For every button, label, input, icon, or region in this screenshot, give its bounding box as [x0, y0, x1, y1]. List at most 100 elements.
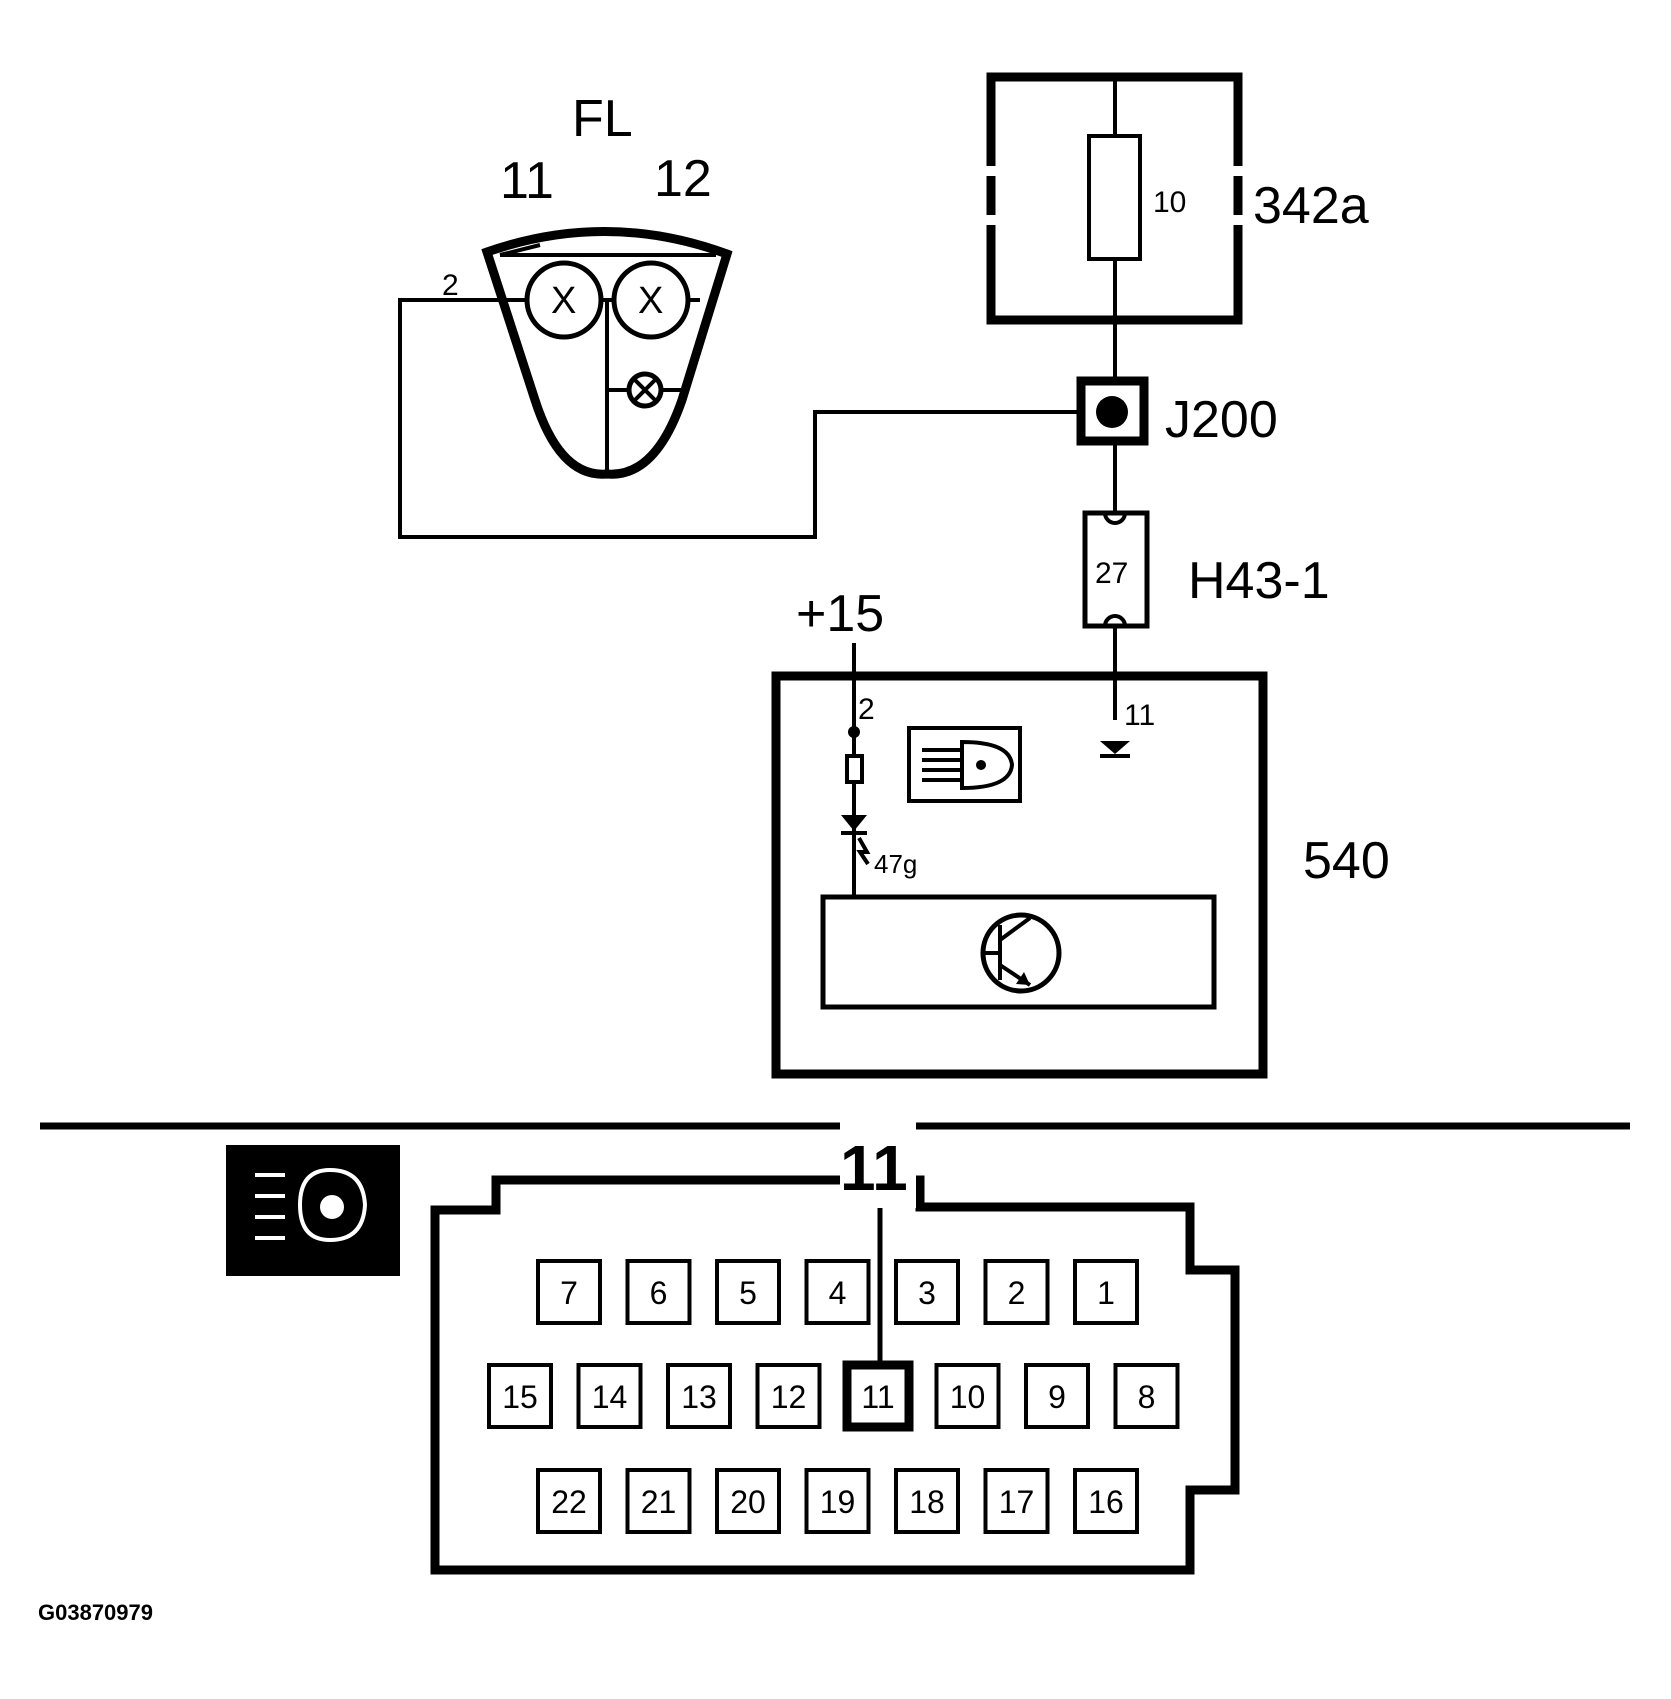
pin-10: 10: [934, 1363, 1001, 1429]
pin-box: [625, 1259, 692, 1325]
pin-label: 16: [1088, 1484, 1124, 1520]
pin-box: [894, 1259, 960, 1325]
pin-box: [536, 1259, 602, 1325]
pin-box: [487, 1363, 553, 1429]
pin-box: [1113, 1363, 1180, 1429]
pin-11: 11: [842, 1360, 914, 1432]
pin-19: 19: [804, 1468, 871, 1534]
pin-5: 5: [715, 1259, 781, 1325]
pin-2: 2: [983, 1259, 1050, 1325]
pin-box: [666, 1363, 732, 1429]
lamp-label: FL: [572, 90, 633, 148]
connector-h43-1: 27 H43-1: [1082, 510, 1330, 629]
pin-3: 3: [894, 1259, 960, 1325]
front-lamp-fl: X X FL 11 12: [481, 90, 733, 479]
pin-17: 17: [983, 1468, 1050, 1534]
pin-box: [625, 1468, 692, 1534]
fuse-box-label: 342a: [1253, 177, 1369, 235]
connector-pin: 27: [1095, 557, 1128, 590]
module-540: 2 47g 11 540: [771, 671, 1390, 1079]
supply-label: +15: [796, 585, 884, 643]
pin-box: [1073, 1259, 1139, 1325]
pin-box: [576, 1363, 643, 1429]
fuse-symbol: [1087, 134, 1142, 261]
pin-label: 17: [999, 1484, 1035, 1520]
lamp-pin-right: 12: [654, 150, 712, 208]
bulb-left-mark: X: [551, 280, 576, 322]
pin-label: 5: [739, 1275, 757, 1311]
pin-6: 6: [625, 1259, 692, 1325]
pin-7: 7: [536, 1259, 602, 1325]
module-fuse: [845, 754, 864, 784]
fuse-value: 10: [1153, 186, 1186, 219]
pin-label: 22: [551, 1484, 587, 1520]
pin-box: [1073, 1468, 1139, 1534]
pin-21: 21: [625, 1468, 692, 1534]
headlight-symbol: [907, 726, 1022, 803]
pin-label: 2: [1008, 1275, 1026, 1311]
reference-code: G03870979: [38, 1600, 153, 1625]
pin-box: [755, 1363, 822, 1429]
module-sub-label: 47g: [874, 849, 917, 879]
splice-node: [1096, 396, 1128, 428]
pin-label: 18: [909, 1484, 945, 1520]
pin-14: 14: [576, 1363, 643, 1429]
pin-4: 4: [804, 1259, 871, 1325]
pin-label: 3: [918, 1275, 936, 1311]
pin-box: [804, 1259, 871, 1325]
module-diode-b: [1100, 741, 1130, 754]
pin-box: [715, 1259, 781, 1325]
splice-j200: J200: [1076, 376, 1278, 449]
pin-box: [983, 1259, 1050, 1325]
pin-label: 6: [650, 1275, 668, 1311]
pin-13: 13: [666, 1363, 732, 1429]
pin-label: 4: [829, 1275, 847, 1311]
pin-label: 10: [950, 1379, 986, 1415]
bulb-right-mark: X: [638, 280, 663, 322]
pin-22: 22: [536, 1468, 602, 1534]
pin-label: 15: [502, 1379, 538, 1415]
module-pin-a: 2: [858, 693, 875, 726]
wire-to-lamp: [398, 298, 1081, 539]
pin-box: [983, 1468, 1050, 1534]
module-diode-a: [841, 815, 867, 831]
pin-label: 8: [1138, 1379, 1156, 1415]
pin-label: 20: [730, 1484, 766, 1520]
pin-12: 12: [755, 1363, 822, 1429]
pin-1: 1: [1073, 1259, 1139, 1325]
pin-18: 18: [894, 1468, 960, 1534]
pin-label: 14: [592, 1379, 628, 1415]
headlight-icon: [226, 1145, 400, 1276]
module-label: 540: [1303, 832, 1390, 890]
splice-label: J200: [1165, 391, 1278, 449]
module-pin-b: 11: [1124, 699, 1155, 732]
pin-15: 15: [487, 1363, 553, 1429]
pin-label: 19: [820, 1484, 856, 1520]
pin-box: [536, 1468, 602, 1534]
pin-box: [934, 1363, 1001, 1429]
pin-label: 21: [641, 1484, 677, 1520]
pin-label: 13: [681, 1379, 717, 1415]
pin-box: [1024, 1363, 1090, 1429]
pin-9: 9: [1024, 1363, 1090, 1429]
highlight-pin-label: 11: [840, 1132, 908, 1204]
connector-label: H43-1: [1188, 552, 1330, 610]
pin-label: 12: [771, 1379, 807, 1415]
pin-label: 9: [1048, 1379, 1066, 1415]
pin-16: 16: [1073, 1468, 1139, 1534]
pin-label: 11: [861, 1379, 894, 1415]
transistor-symbol: [980, 912, 1062, 994]
lamp-wire-pin: 2: [442, 269, 459, 302]
pin-box: [842, 1360, 914, 1432]
pin-label: 7: [560, 1275, 578, 1311]
pin-8: 8: [1113, 1363, 1180, 1429]
pin-label: 1: [1097, 1275, 1115, 1311]
pin-20: 20: [715, 1468, 781, 1534]
pin-box: [894, 1468, 960, 1534]
fuse-box-342a: 10 342a: [986, 72, 1369, 325]
lamp-pin-left: 11: [500, 152, 554, 210]
pin-box: [715, 1468, 781, 1534]
